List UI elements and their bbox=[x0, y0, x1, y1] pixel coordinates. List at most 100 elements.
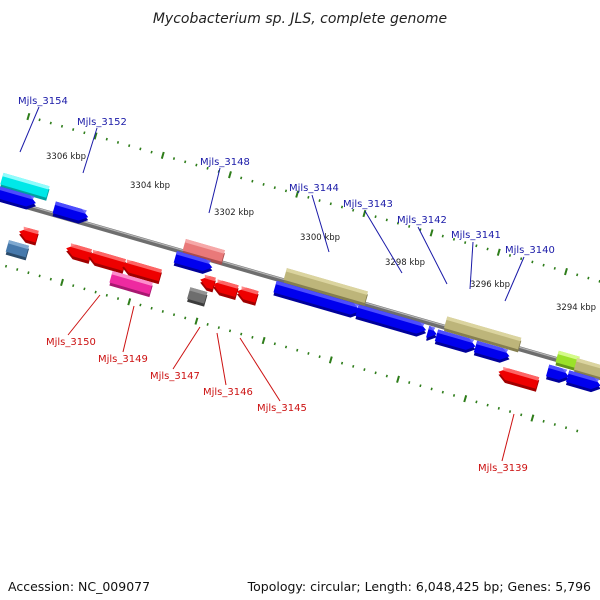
inner-tick-mark bbox=[4, 264, 8, 268]
gene-glyph-mjls-3141 bbox=[434, 329, 476, 353]
gene-glyph-mjls-3148 bbox=[182, 239, 225, 265]
gene-glyph-highlight bbox=[428, 325, 436, 331]
gene-label-mjls-3154[interactable]: Mjls_3154 bbox=[18, 96, 68, 107]
gene-glyph-highlight bbox=[576, 358, 600, 369]
outer-tick-mark bbox=[385, 218, 388, 222]
outer-tick-mark bbox=[172, 157, 176, 161]
gene-glyph-highlight bbox=[23, 226, 39, 235]
inner-tick-mark bbox=[60, 278, 64, 287]
gene-label-mjls-3144[interactable]: Mjls_3144 bbox=[289, 183, 339, 194]
leader-line-mjls-3148 bbox=[208, 167, 221, 214]
gene-glyph-highlight bbox=[111, 271, 153, 286]
inner-tick-mark bbox=[105, 293, 108, 297]
label-layer: Mjls_3154Mjls_3152Mjls_3148Mjls_3144Mjls… bbox=[18, 96, 555, 474]
gene-glyph-mjls-3143 bbox=[355, 304, 427, 337]
inner-tick-mark bbox=[408, 381, 411, 384]
gene-glyph-highlight bbox=[548, 364, 568, 373]
inner-tick-mark bbox=[430, 387, 433, 391]
gene-glyph-highlight bbox=[217, 279, 239, 289]
inner-tick-mark bbox=[261, 336, 266, 345]
gene-glyph-20 bbox=[122, 259, 162, 285]
outer-tick-mark bbox=[295, 190, 300, 198]
leader-line-mjls-3146 bbox=[216, 332, 227, 386]
gene-glyph-face bbox=[122, 260, 162, 282]
outer-tick-mark bbox=[150, 150, 153, 154]
inner-tick-mark bbox=[385, 374, 388, 378]
inner-tick-mark bbox=[508, 410, 512, 414]
outer-tick-mark bbox=[251, 179, 254, 183]
gene-glyph-highlight bbox=[176, 251, 211, 264]
tick-label-3298-kbp: 3298 kbp bbox=[385, 258, 425, 268]
gene-label-mjls-3139[interactable]: Mjls_3139 bbox=[478, 463, 528, 474]
outer-tick-mark bbox=[262, 182, 265, 186]
leader-line-mjls-3150 bbox=[67, 294, 101, 336]
outer-tick-mark bbox=[128, 144, 131, 148]
outer-tick-mark bbox=[564, 267, 568, 276]
gene-glyph-highlight bbox=[476, 340, 509, 353]
outer-tick-mark bbox=[520, 257, 523, 261]
gene-label-mjls-3145[interactable]: Mjls_3145 bbox=[257, 403, 307, 414]
tick-label-3300-kbp: 3300 kbp bbox=[300, 233, 340, 243]
outer-tick-mark bbox=[496, 248, 501, 256]
outer-tick-mark bbox=[576, 273, 579, 277]
outer-tick-mark bbox=[508, 254, 512, 257]
gene-label-mjls-3148[interactable]: Mjls_3148 bbox=[200, 157, 250, 168]
gene-label-mjls-3140[interactable]: Mjls_3140 bbox=[505, 245, 555, 256]
gene-glyph-mjls-3140 bbox=[473, 340, 510, 363]
outer-tick-mark bbox=[284, 189, 288, 193]
gene-label-mjls-3143[interactable]: Mjls_3143 bbox=[343, 199, 393, 210]
gene-glyph-highlight bbox=[92, 249, 126, 263]
gene-label-mjls-3149[interactable]: Mjls_3149 bbox=[98, 354, 148, 365]
outer-tick-mark bbox=[318, 199, 321, 202]
outer-tick-mark bbox=[329, 202, 332, 206]
gene-glyph-highlight bbox=[241, 286, 259, 295]
inner-tick-mark bbox=[520, 413, 523, 417]
gene-glyph-face bbox=[498, 368, 540, 389]
outer-tick-mark bbox=[240, 176, 243, 180]
gene-label-mjls-3146[interactable]: Mjls_3146 bbox=[203, 387, 253, 398]
gene-glyph-17 bbox=[5, 240, 29, 261]
inner-tick-mark bbox=[352, 364, 355, 368]
outer-tick-mark bbox=[83, 131, 86, 135]
inner-tick-mark bbox=[318, 355, 321, 359]
inner-tick-mark bbox=[16, 268, 19, 271]
tick-label-3294-kbp: 3294 kbp bbox=[556, 303, 596, 313]
inner-tick-mark bbox=[94, 290, 97, 294]
inner-tick-mark bbox=[564, 426, 568, 430]
leader-line-mjls-3154 bbox=[19, 106, 40, 153]
inner-tick-mark bbox=[240, 332, 243, 336]
gene-glyph-highlight bbox=[446, 316, 522, 342]
inner-tick-mark bbox=[251, 335, 254, 339]
gene-label-mjls-3150[interactable]: Mjls_3150 bbox=[46, 337, 96, 348]
outer-tick-mark bbox=[206, 166, 209, 170]
outer-tick-mark bbox=[72, 128, 75, 131]
inner-tick-mark bbox=[486, 403, 489, 407]
gene-label-mjls-3142[interactable]: Mjls_3142 bbox=[397, 215, 447, 226]
gene-label-mjls-3147[interactable]: Mjls_3147 bbox=[150, 371, 200, 382]
gene-label-mjls-3152[interactable]: Mjls_3152 bbox=[77, 117, 127, 128]
gene-glyph-mjls-3142 bbox=[444, 316, 522, 353]
gene-glyph-highlight bbox=[184, 239, 225, 254]
outer-tick-mark bbox=[307, 195, 310, 199]
gene-label-mjls-3141[interactable]: Mjls_3141 bbox=[451, 230, 501, 241]
inner-tick-mark bbox=[441, 390, 444, 394]
gene-glyph-mjls-3145 bbox=[236, 286, 259, 306]
gene-glyph-23 bbox=[212, 279, 239, 300]
outer-tick-mark bbox=[38, 118, 41, 122]
inner-tick-mark bbox=[542, 419, 545, 423]
inner-tick-mark bbox=[139, 303, 142, 307]
inner-tick-mark bbox=[452, 394, 456, 397]
outer-tick-mark bbox=[452, 237, 456, 241]
inner-tick-mark bbox=[49, 277, 52, 281]
outer-tick-mark bbox=[531, 260, 534, 264]
leader-layer bbox=[19, 106, 525, 462]
gene-glyph-mjls-3154 bbox=[0, 172, 50, 201]
inner-tick-mark bbox=[340, 361, 344, 365]
outer-tick-mark bbox=[408, 224, 411, 228]
leader-line-mjls-3152 bbox=[82, 127, 98, 174]
inner-tick-mark bbox=[273, 342, 276, 346]
inner-tick-mark bbox=[530, 414, 535, 422]
gene-glyph-mjls-3149 bbox=[109, 271, 153, 298]
gene-glyph-13 bbox=[573, 358, 600, 381]
leader-line-mjls-3145 bbox=[239, 337, 281, 402]
